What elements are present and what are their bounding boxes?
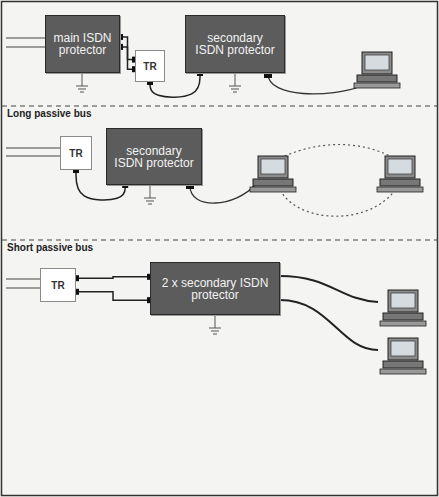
section-label: Long passive bus <box>5 108 93 119</box>
cable-path <box>76 292 150 300</box>
line-wire <box>6 155 60 156</box>
node-text: TR <box>51 280 64 291</box>
cable-path <box>120 47 135 69</box>
protector-box: secondary ISDN protector <box>106 128 202 185</box>
protector-box: main ISDN protector <box>45 15 120 73</box>
cable <box>280 276 378 302</box>
divider <box>2 240 437 241</box>
bus-line <box>280 145 394 159</box>
line-wire <box>6 287 40 288</box>
cable-connector <box>73 289 153 303</box>
bus-line <box>280 190 395 216</box>
protector-box: 2 x secondary ISDN protector <box>150 262 280 315</box>
node-text: secondary ISDN protector <box>113 145 195 169</box>
tr-box: TR <box>135 50 165 82</box>
cable <box>280 300 378 350</box>
node-text: 2 x secondary ISDN protector <box>157 277 273 301</box>
tr-box: TR <box>60 136 92 170</box>
protector-box: secondary ISDN protector <box>185 15 285 73</box>
node-text: main ISDN protector <box>52 32 113 56</box>
line-wire <box>6 46 45 47</box>
cable-connector <box>73 274 153 281</box>
cable <box>190 184 256 203</box>
node-text: TR <box>69 148 82 159</box>
tr-box: TR <box>40 268 76 302</box>
line-wire <box>6 278 40 279</box>
cable <box>268 74 362 94</box>
node-text: secondary ISDN protector <box>192 32 278 56</box>
node-text: TR <box>143 61 156 72</box>
line-wire <box>6 37 45 38</box>
cable-path <box>76 277 150 278</box>
divider <box>2 106 437 107</box>
line-wire <box>6 147 60 148</box>
section-label: Short passive bus <box>5 242 95 253</box>
